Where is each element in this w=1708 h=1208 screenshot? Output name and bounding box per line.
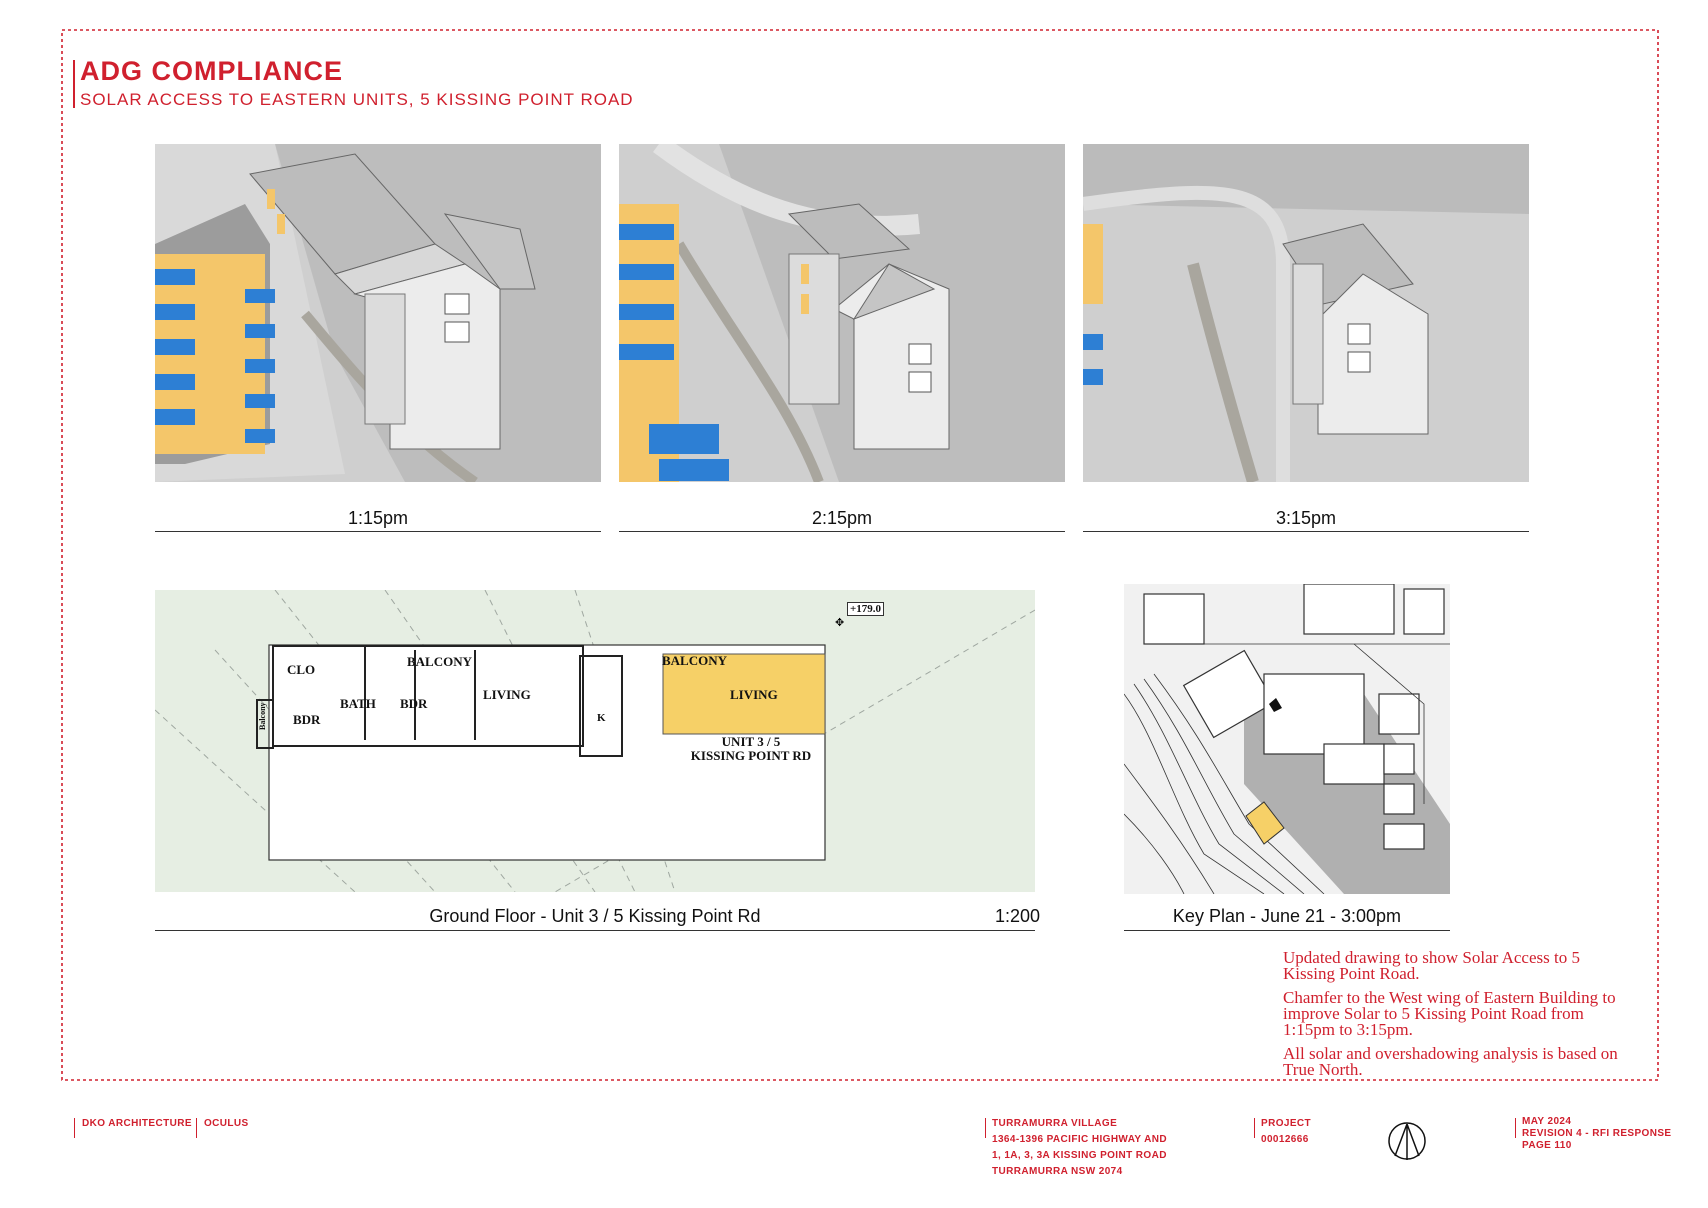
view-2-rule: [619, 531, 1065, 532]
room-label-living-1: LIVING: [483, 687, 531, 702]
footer-divider-1: [74, 1118, 75, 1138]
floor-plan-linework: [155, 590, 1035, 892]
room-label-balcony-1: BALCONY: [407, 654, 473, 669]
footer-address-2: 1, 1A, 3, 3A KISSING POINT ROAD: [992, 1150, 1167, 1161]
note-3: All solar and overshadowing analysis is …: [1283, 1044, 1618, 1079]
room-label-bdr-1: BDR: [293, 712, 321, 727]
footer-firm-1: DKO ARCHITECTURE: [82, 1118, 192, 1129]
unit-label-line-1: UNIT 3 / 5: [721, 734, 781, 749]
room-label-kitchen: K: [597, 712, 606, 724]
revision-cloud-border: [61, 29, 1659, 1081]
key-plan-caption: Key Plan - June 21 - 3:00pm: [1172, 906, 1402, 926]
shadow-view-2-image: [619, 144, 1065, 482]
key-plan-image: [1124, 584, 1450, 894]
survey-point-icon: ✥: [835, 617, 845, 629]
floor-plan-rule: [155, 930, 1035, 931]
footer-project-number: PROJECT 00012666: [1261, 1116, 1311, 1148]
shadow-view-1-image: [155, 144, 601, 482]
view-3-rule: [1083, 531, 1529, 532]
room-label-bath: BATH: [340, 696, 376, 711]
room-label-living-2: LIVING: [730, 687, 778, 702]
footer-project-label: PROJECT: [1261, 1118, 1312, 1129]
page-title: ADG COMPLIANCE: [80, 56, 343, 86]
view-1-rule: [155, 531, 601, 532]
shadow-view-3-image: [1083, 144, 1529, 482]
room-label-side-balcony: Balcony: [258, 702, 267, 730]
footer-firm-2: OCULUS: [204, 1118, 249, 1129]
ground-floor-plan: CLO BALCONY BATH BDR BDR LIVING K BALCON…: [155, 590, 1035, 892]
footer-divider-4: [1254, 1118, 1255, 1138]
footer-project-info: TURRAMURRA VILLAGE 1364-1396 PACIFIC HIG…: [992, 1116, 1167, 1180]
room-label-bdr-2: BDR: [400, 696, 428, 711]
footer-date: MAY 2024: [1522, 1116, 1572, 1127]
north-arrow-icon: [1388, 1122, 1426, 1160]
room-label-balcony-2: BALCONY: [662, 653, 728, 668]
key-plan-rule: [1124, 930, 1450, 931]
footer-page: PAGE 110: [1522, 1140, 1572, 1151]
note-2: Chamfer to the West wing of Eastern Buil…: [1283, 988, 1616, 1039]
footer-divider-5: [1515, 1118, 1516, 1138]
footer-address-3: TURRAMURRA NSW 2074: [992, 1166, 1123, 1177]
room-label-clo: CLO: [287, 662, 316, 677]
title-accent-bar: [73, 60, 75, 108]
floor-plan-caption: Ground Floor - Unit 3 / 5 Kissing Point …: [429, 906, 761, 926]
view-1-caption: 1:15pm: [347, 508, 409, 528]
revision-notes: Updated drawing to show Solar Access to …: [1283, 948, 1623, 1086]
level-marker: +179.0: [847, 602, 885, 616]
footer-project-name: TURRAMURRA VILLAGE: [992, 1118, 1118, 1129]
key-plan: [1124, 584, 1450, 894]
view-3-caption: 3:15pm: [1275, 508, 1337, 528]
footer-divider-2: [196, 1118, 197, 1138]
shadow-view-2: [619, 144, 1065, 482]
shadow-view-3: [1083, 144, 1529, 482]
footer-divider-3: [985, 1118, 986, 1138]
unit-label-line-2: KISSING POINT RD: [690, 748, 812, 763]
footer-revision-info: MAY 2024 REVISION 4 - RFI RESPONSE PAGE …: [1522, 1116, 1671, 1152]
note-1: Updated drawing to show Solar Access to …: [1283, 948, 1580, 983]
floor-plan-scale: 1:200: [994, 906, 1040, 926]
view-2-caption: 2:15pm: [811, 508, 873, 528]
shadow-view-1: [155, 144, 601, 482]
page-subtitle: SOLAR ACCESS TO EASTERN UNITS, 5 KISSING…: [80, 90, 634, 109]
footer-address-1: 1364-1396 PACIFIC HIGHWAY AND: [992, 1134, 1167, 1145]
footer-revision: REVISION 4 - RFI RESPONSE: [1522, 1128, 1672, 1139]
footer-project-value: 00012666: [1261, 1134, 1309, 1145]
